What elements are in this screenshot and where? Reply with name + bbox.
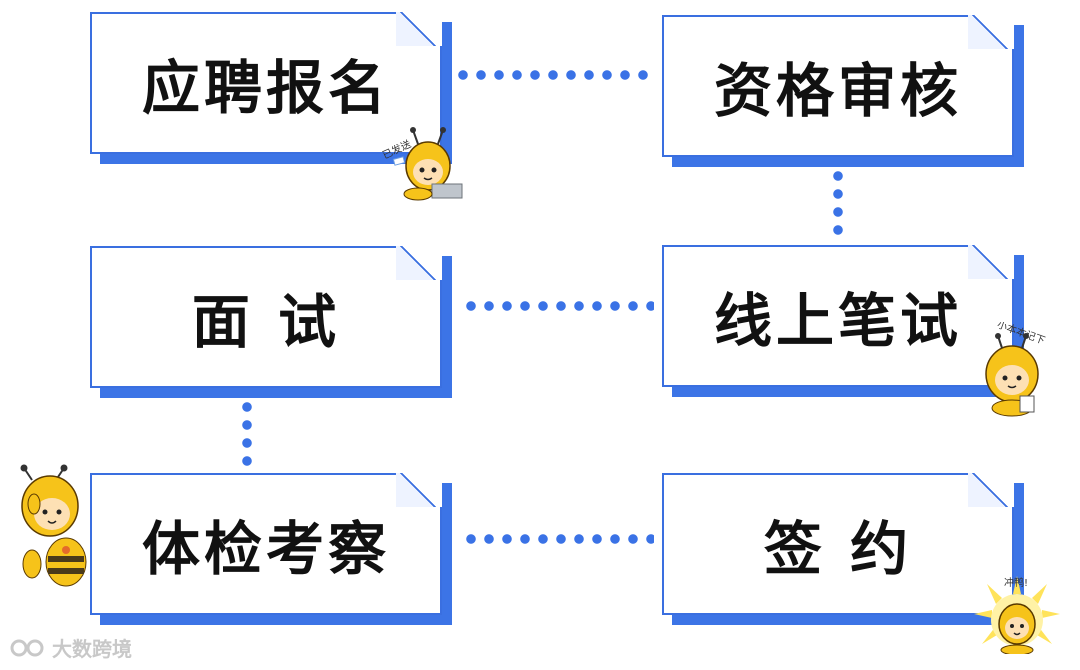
- step-card-contract: 签 约: [662, 473, 1014, 615]
- connector-written-interview: [462, 301, 654, 311]
- step-card-written-test: 线上笔试: [662, 245, 1014, 387]
- page-fold: [968, 473, 1014, 507]
- watermark: 大数跨境: [10, 633, 132, 662]
- brand-logo-icon: [10, 639, 44, 656]
- sticker-text: 小本本记下: [995, 322, 1046, 347]
- step-card-interview: 面 试: [90, 246, 442, 388]
- page-fold: [396, 12, 442, 46]
- step-card-review: 资格审核: [662, 15, 1014, 157]
- bee-waving-sticker: [20, 464, 87, 587]
- connector-review-written: [833, 167, 843, 239]
- bee-notebook-sticker: 小本本记下: [985, 322, 1047, 417]
- step-card-medical-check: 体检考察: [90, 473, 442, 615]
- page-fold: [968, 15, 1014, 49]
- step-label: 签 约: [763, 515, 913, 583]
- page-fold: [396, 473, 442, 507]
- connector-medical-contract: [462, 534, 654, 544]
- step-label: 线上笔试: [713, 287, 962, 355]
- bee-cheer-sticker: 冲鸭!: [974, 576, 1060, 654]
- step-label: 资格审核: [713, 57, 962, 125]
- watermark-text: 大数跨境: [52, 637, 132, 661]
- connector-apply-review: [454, 70, 654, 80]
- bee-laptop-sticker: 已发送: [380, 127, 463, 201]
- step-label: 应聘报名: [141, 54, 390, 122]
- page-fold: [396, 246, 442, 280]
- step-card-apply: 应聘报名: [90, 12, 442, 154]
- step-label: 体检考察: [141, 515, 390, 583]
- sticker-text: 冲鸭!: [1004, 576, 1028, 589]
- step-label: 面 试: [191, 288, 341, 356]
- connector-interview-medical: [242, 398, 252, 468]
- page-fold: [968, 245, 1014, 279]
